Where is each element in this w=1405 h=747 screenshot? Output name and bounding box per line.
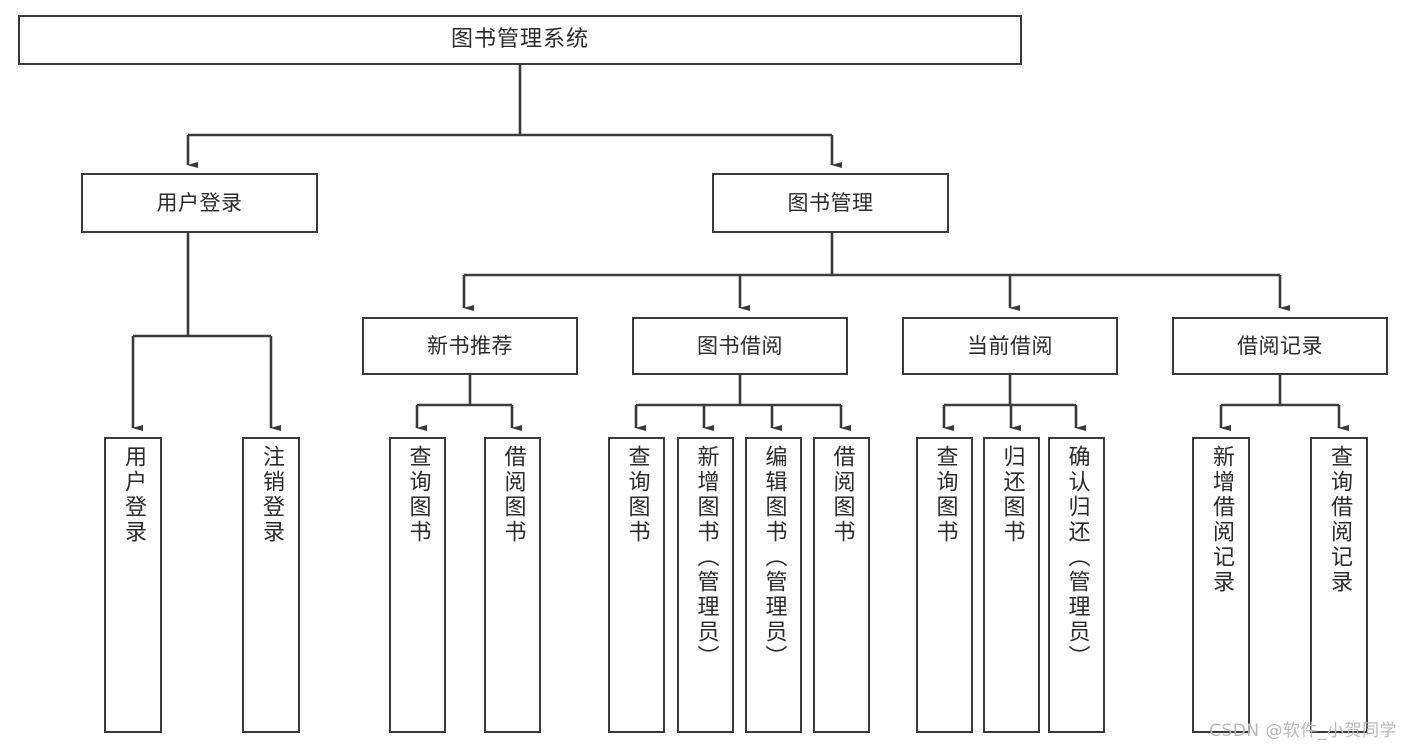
node-leaf-return-book[interactable]: 归还图书 [983,437,1040,733]
node-label: 编辑图书（管理员） [761,445,787,670]
node-user-login[interactable]: 用户登录 [81,173,318,233]
node-borrow-record[interactable]: 借阅记录 [1172,317,1388,375]
node-label: 查询借阅记录 [1327,445,1352,595]
node-label: 图书借阅 [697,333,783,358]
node-label: 查询图书 [624,445,650,545]
node-leaf-query-book-recommend[interactable]: 查询图书 [389,437,446,733]
node-label: 借阅图书 [500,445,526,545]
node-label: 新增借阅记录 [1209,445,1234,595]
node-leaf-borrow-book-recommend[interactable]: 借阅图书 [484,437,541,733]
node-label: 借阅记录 [1237,333,1323,358]
node-leaf-add-book-admin[interactable]: 新增图书（管理员） [677,437,734,733]
node-leaf-logout-login[interactable]: 注销登录 [242,437,300,733]
node-label: 查询图书 [932,445,958,545]
node-leaf-edit-book-admin[interactable]: 编辑图书（管理员） [745,437,802,733]
node-label: 当前借阅 [967,333,1053,358]
node-label: 新书推荐 [427,333,513,358]
node-leaf-query-borrow-record[interactable]: 查询借阅记录 [1310,437,1368,733]
csdn-watermark: CSDN @软件_小贺同学 [1209,721,1397,741]
node-label: 新增图书（管理员） [693,445,719,670]
node-label: 用户登录 [156,190,243,215]
node-new-book-recommend[interactable]: 新书推荐 [362,317,578,375]
node-root-book-management-system[interactable]: 图书管理系统 [18,15,1022,65]
node-leaf-query-book-current[interactable]: 查询图书 [916,437,973,733]
node-current-borrow[interactable]: 当前借阅 [902,317,1118,375]
node-label: 图书管理系统 [450,27,589,53]
node-label: 图书管理 [787,190,874,215]
node-label: 确认归还（管理员） [1064,445,1090,670]
node-label: 注销登录 [259,445,284,545]
node-leaf-query-book-borrow[interactable]: 查询图书 [608,437,665,733]
node-book-borrow[interactable]: 图书借阅 [632,317,848,375]
node-label: 借阅图书 [829,445,855,545]
node-leaf-borrow-book[interactable]: 借阅图书 [813,437,870,733]
node-book-management[interactable]: 图书管理 [712,173,949,233]
node-leaf-add-borrow-record[interactable]: 新增借阅记录 [1192,437,1250,733]
node-label: 查询图书 [405,445,431,545]
node-label: 用户登录 [121,445,146,545]
node-leaf-confirm-return-admin[interactable]: 确认归还（管理员） [1048,437,1105,733]
node-leaf-user-login[interactable]: 用户登录 [104,437,162,733]
node-label: 归还图书 [999,445,1025,545]
